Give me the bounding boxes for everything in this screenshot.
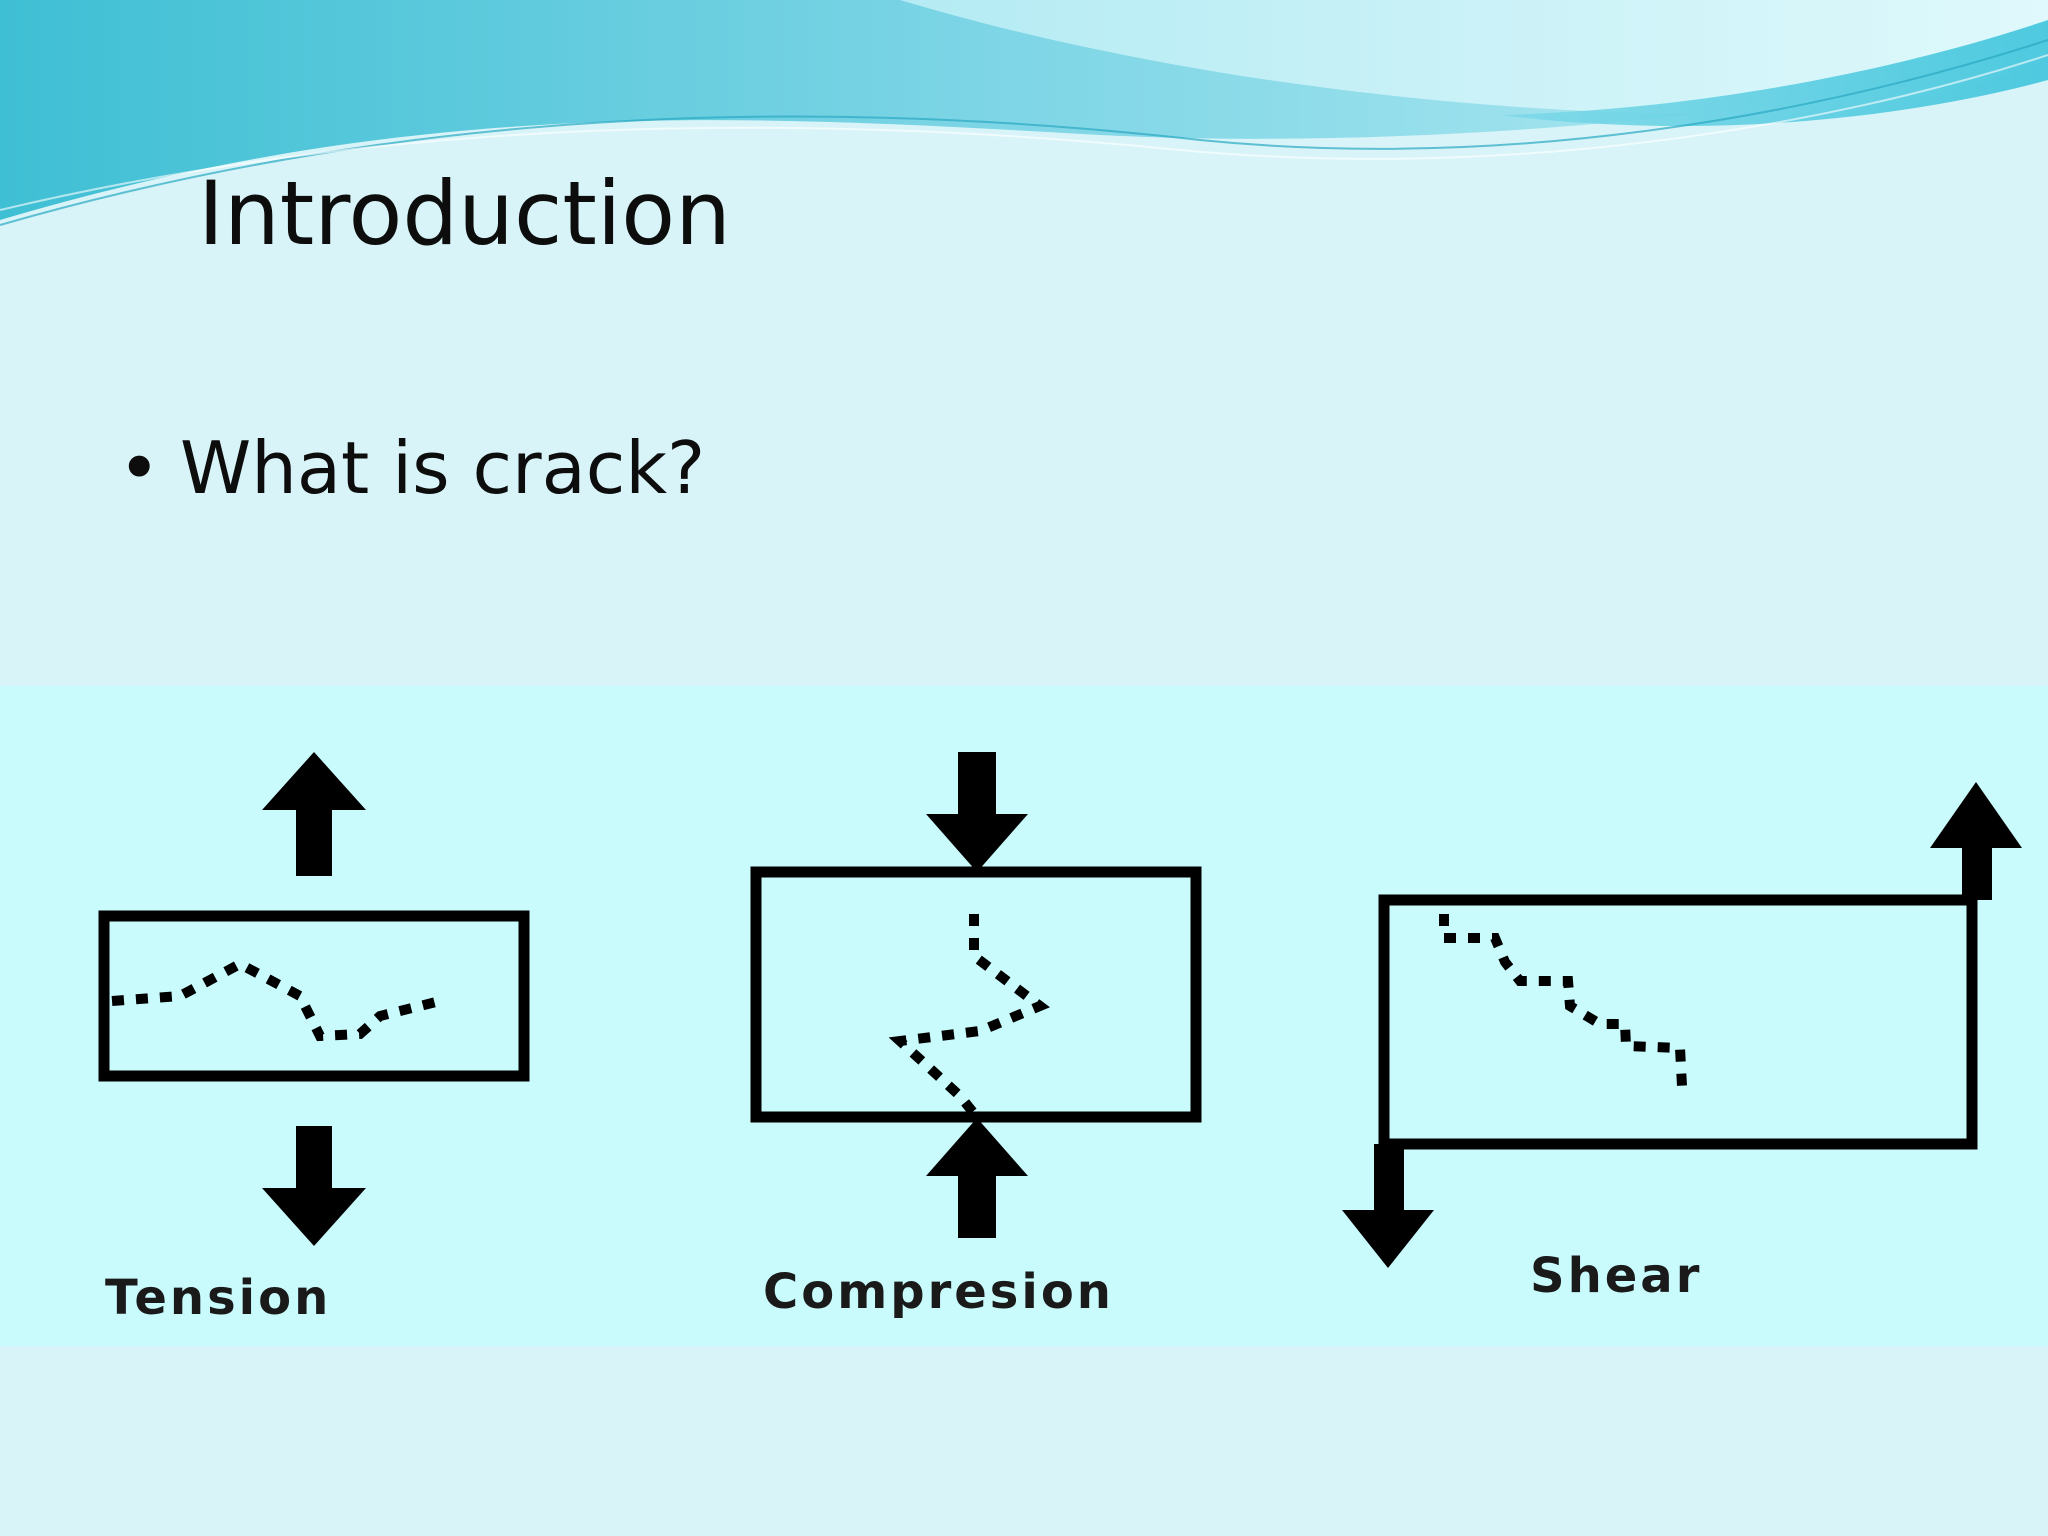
slide-title: Introduction bbox=[198, 162, 731, 265]
compression-bottom-arrow bbox=[926, 1118, 1028, 1238]
compression-label: Compresion bbox=[763, 1264, 1114, 1320]
shear-up-arrow bbox=[1930, 782, 2022, 900]
header-wave-decoration bbox=[0, 0, 2048, 226]
compression-crack-line bbox=[888, 914, 1050, 1120]
tension-down-arrow bbox=[262, 1126, 366, 1246]
compression-specimen-box bbox=[750, 866, 1202, 1123]
bullet-text: What is crack? bbox=[180, 426, 706, 510]
bullet-marker: • bbox=[118, 426, 161, 510]
tension-crack-line bbox=[111, 958, 442, 1042]
shear-down-arrow bbox=[1342, 1144, 1434, 1268]
tension-label: Tension bbox=[105, 1270, 332, 1326]
shear-crack-line bbox=[1439, 914, 1687, 1087]
shear-diagram bbox=[1342, 782, 2022, 1268]
crack-types-figure: Tension Compresion Shear bbox=[0, 686, 2048, 1346]
shear-label: Shear bbox=[1530, 1248, 1703, 1304]
compression-diagram bbox=[750, 752, 1202, 1238]
bullet-item: •What is crack? bbox=[118, 432, 705, 504]
compression-top-arrow bbox=[926, 752, 1028, 872]
shear-specimen-box bbox=[1378, 894, 1978, 1150]
tension-specimen-box bbox=[98, 910, 530, 1082]
tension-diagram bbox=[98, 752, 530, 1246]
tension-up-arrow bbox=[262, 752, 366, 876]
